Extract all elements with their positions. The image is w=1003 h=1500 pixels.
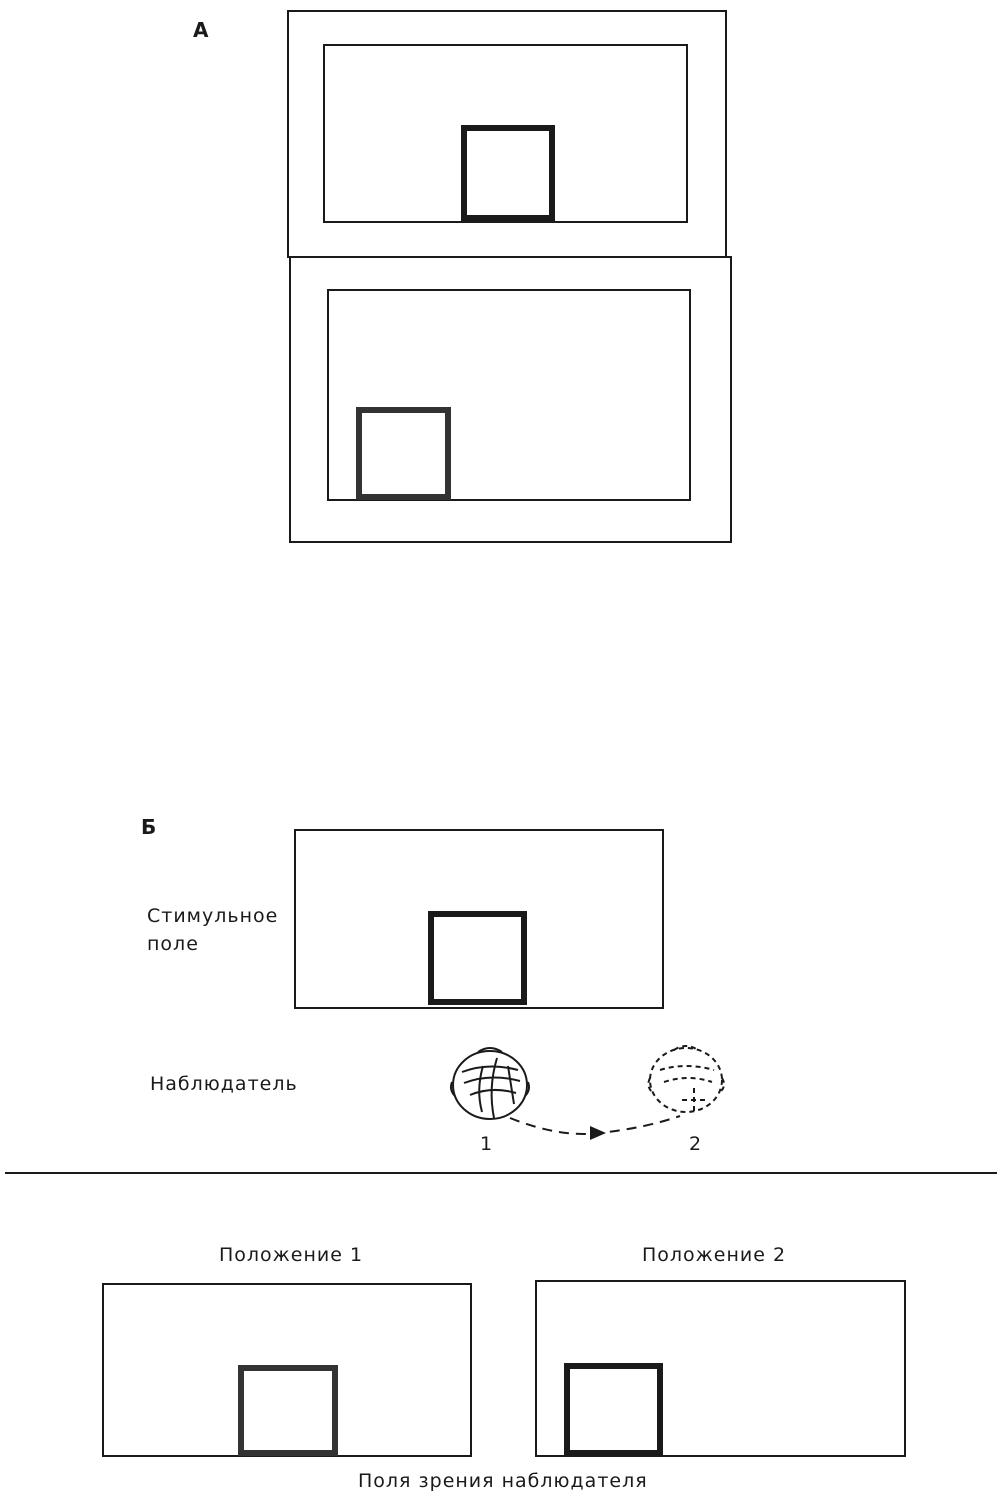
position-marker-1: 1 xyxy=(480,1133,494,1155)
field-of-view-2-square xyxy=(564,1363,663,1456)
panel-a-letter: А xyxy=(193,18,209,42)
observer-label: Наблюдатель xyxy=(150,1073,298,1095)
observer-head-1-icon xyxy=(450,1047,530,1120)
position-2-title: Положение 2 xyxy=(642,1244,787,1266)
panel-a-square-top xyxy=(461,125,555,221)
stimulus-square xyxy=(428,911,527,1005)
section-divider xyxy=(5,1172,997,1174)
field-of-view-1-square xyxy=(238,1365,338,1456)
stimulus-field-label-line1: Стимульное xyxy=(147,905,279,927)
movement-arrow-icon xyxy=(590,1126,606,1140)
position-1-title: Положение 1 xyxy=(219,1244,364,1266)
fields-of-view-caption: Поля зрения наблюдателя xyxy=(358,1470,648,1492)
panel-a-square-bottom xyxy=(356,407,451,500)
position-marker-2: 2 xyxy=(689,1133,703,1155)
panel-b-letter: Б xyxy=(141,815,157,839)
stimulus-field-label-line2: поле xyxy=(147,933,199,955)
observer-head-2-icon xyxy=(647,1045,726,1113)
